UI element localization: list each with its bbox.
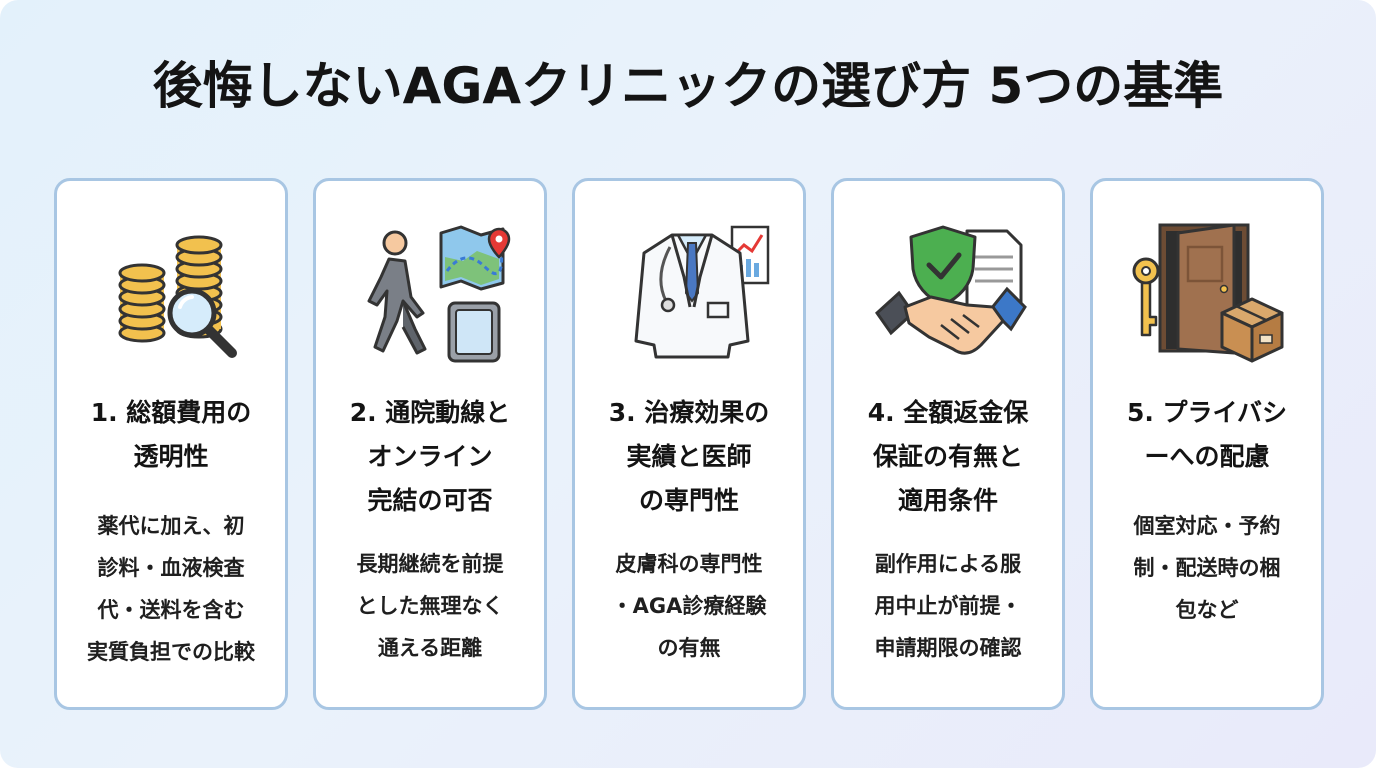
door-key-box-icon <box>1130 217 1290 367</box>
criterion-card-1: 1. 総額費用の 透明性 薬代に加え、初 診料・血液検査 代・送料を含む 実質負… <box>54 178 288 710</box>
criterion-card-3: 3. 治療効果の 実績と医師 の専門性 皮膚科の専門性 ・AGA診療経験 の有無 <box>572 178 806 710</box>
criterion-description: 個室対応・予約 制・配送時の梱 包など <box>1133 514 1281 622</box>
doctor-coat-chart-icon <box>612 217 772 367</box>
criterion-heading: 1. 総額費用の 透明性 <box>90 398 252 471</box>
criterion-description: 長期継続を前提 とした無理なく 通える距離 <box>356 552 504 660</box>
criterion-card-4: 4. 全額返金保 保証の有無と 適用条件 副作用による服 用中止が前提・ 申請期… <box>831 178 1065 710</box>
criterion-card-5: 5. プライバシ ーへの配慮 個室対応・予約 制・配送時の梱 包など <box>1090 178 1324 710</box>
walking-map-tablet-icon <box>353 217 513 367</box>
criterion-card-2: 2. 通院動線と オンライン 完結の可否 長期継続を前提 とした無理なく 通える… <box>313 178 547 710</box>
criterion-heading: 3. 治療効果の 実績と医師 の専門性 <box>608 398 770 515</box>
coins-magnifier-icon <box>94 217 254 367</box>
page-title: 後悔しないAGAクリニックの選び方 5つの基準 <box>152 57 1224 115</box>
handshake-shield-icon <box>871 217 1031 367</box>
criterion-description: 薬代に加え、初 診料・血液検査 代・送料を含む 実質負担での比較 <box>87 514 255 664</box>
criterion-heading: 5. プライバシ ーへの配慮 <box>1126 398 1288 471</box>
criteria-cards: 1. 総額費用の 透明性 薬代に加え、初 診料・血液検査 代・送料を含む 実質負… <box>54 178 1326 712</box>
criterion-heading: 4. 全額返金保 保証の有無と 適用条件 <box>867 398 1029 515</box>
criterion-description: 皮膚科の専門性 ・AGA診療経験 の有無 <box>611 552 767 660</box>
criterion-description: 副作用による服 用中止が前提・ 申請期限の確認 <box>874 552 1022 660</box>
criterion-heading: 2. 通院動線と オンライン 完結の可否 <box>349 398 511 515</box>
